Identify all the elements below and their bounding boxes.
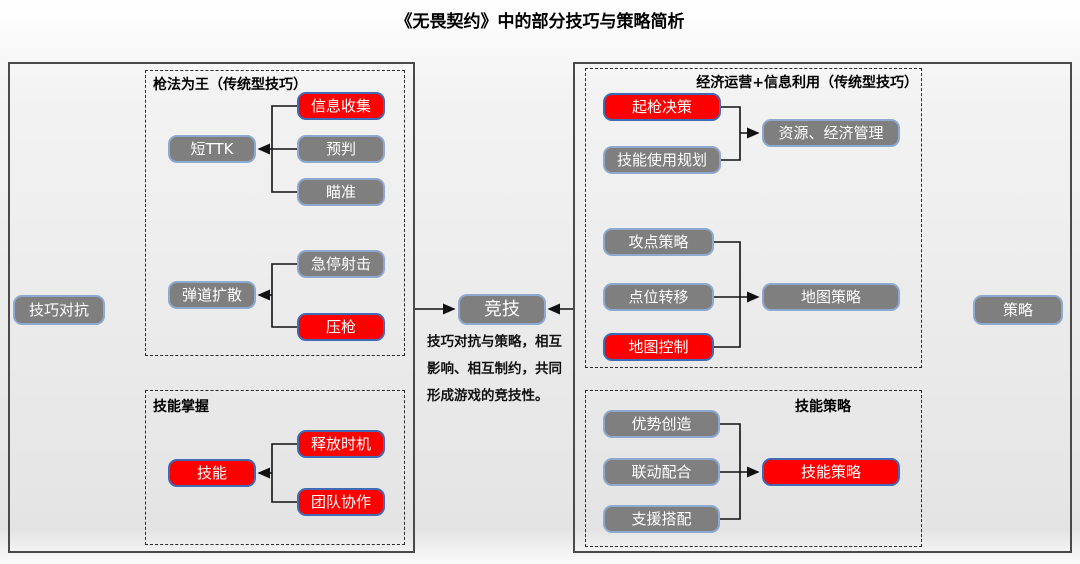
node-map-control: 地图控制 [603, 333, 714, 361]
skill-strategy-group-frame [585, 390, 922, 547]
node-aiming: 瞄准 [297, 178, 385, 206]
node-strategy-side: 策略 [973, 295, 1063, 325]
node-prediction: 预判 [297, 135, 385, 163]
node-coordination: 联动配合 [603, 458, 720, 486]
node-support-matching: 支援搭配 [603, 505, 720, 533]
node-info-gathering: 信息收集 [297, 92, 385, 120]
gun-skills-group-title: 枪法为王（传统型技巧） [153, 77, 307, 93]
left-panel-frame [8, 62, 415, 553]
node-attack-point: 攻点策略 [603, 228, 714, 256]
node-release-timing: 释放时机 [297, 430, 385, 458]
node-gun-decision: 起枪决策 [603, 93, 721, 121]
page-title: 《无畏契约》中的部分技巧与策略简析 [395, 12, 685, 32]
right-panel-frame [573, 62, 1072, 553]
skill-mastery-group-frame [145, 390, 405, 545]
node-skill: 技能 [168, 459, 256, 487]
node-map-strategy: 地图策略 [762, 283, 900, 311]
economy-group-title: 经济运营+信息利用（传统型技巧） [696, 75, 918, 91]
economy-group-frame [585, 68, 922, 368]
node-recoil-control: 压枪 [297, 313, 385, 341]
node-position-transfer: 点位转移 [603, 283, 714, 311]
node-teamwork: 团队协作 [297, 488, 385, 516]
skill-strategy-group-title: 技能策略 [795, 399, 851, 415]
node-skill-confrontation: 技巧对抗 [13, 295, 105, 325]
node-advantage-creation: 优势创造 [603, 410, 720, 438]
node-competitive: 竞技 [458, 294, 546, 325]
competitive-note: 技巧对抗与策略，相互影响、相互制约，共同形成游戏的竞技性。 [427, 334, 562, 404]
node-resource-economy: 资源、经济管理 [762, 119, 900, 147]
node-skill-strategy: 技能策略 [762, 458, 900, 486]
node-stop-shooting: 急停射击 [297, 250, 385, 278]
gun-skills-group-frame [145, 70, 405, 356]
node-short-ttk: 短TTK [168, 135, 256, 163]
node-skill-usage-planning: 技能使用规划 [603, 146, 721, 174]
node-bullet-spread: 弹道扩散 [168, 281, 256, 309]
skill-mastery-group-title: 技能掌握 [153, 399, 209, 415]
